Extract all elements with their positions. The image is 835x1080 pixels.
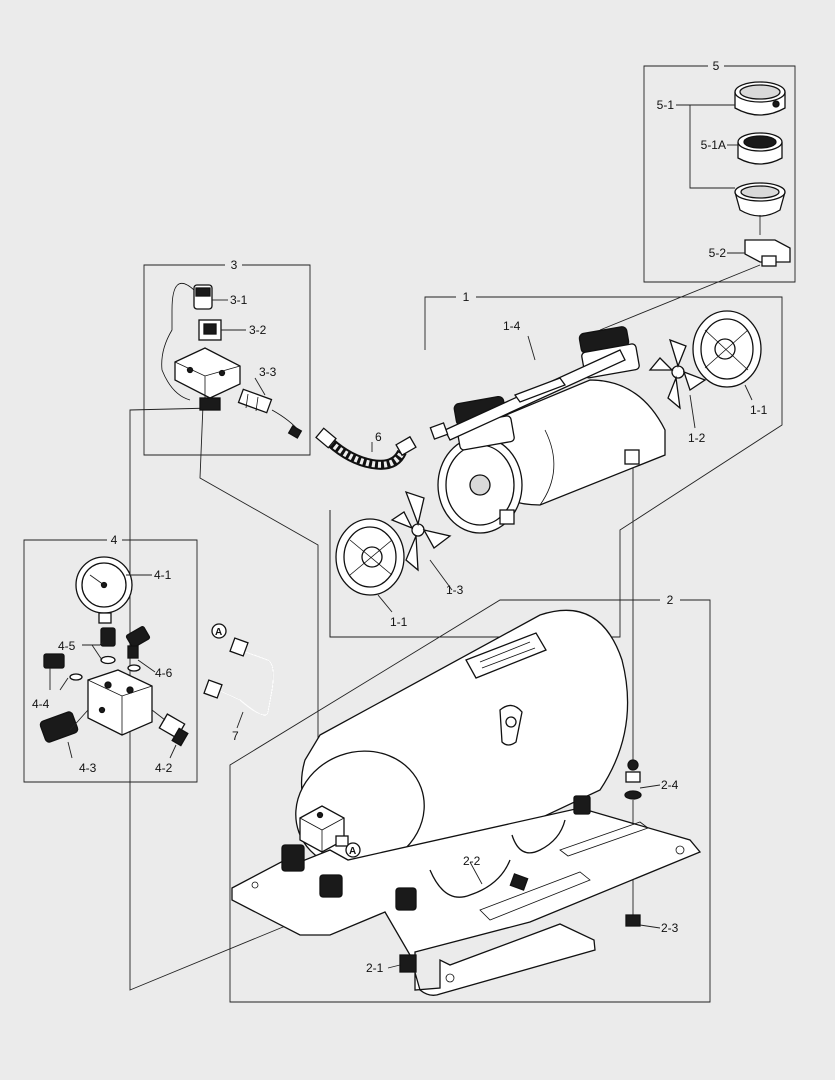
callout-2-2: 2-2 — [463, 854, 481, 868]
tank-fittings — [281, 805, 417, 911]
callout-4: 4 — [111, 533, 118, 547]
callout-1-1-right: 1-1 — [750, 403, 768, 417]
callout-2: 2 — [667, 593, 674, 607]
callout-5-2: 5-2 — [709, 246, 727, 260]
tank-feet-hardware — [387, 759, 661, 973]
callout-4-1: 4-1 — [154, 568, 172, 582]
callout-4-4: 4-4 — [32, 697, 50, 711]
group-3-frame — [143, 264, 311, 456]
callout-4-3: 4-3 — [79, 761, 97, 775]
callout-4-6: 4-6 — [155, 666, 173, 680]
callout-3-1: 3-1 — [230, 293, 248, 307]
filter-fitting-block — [744, 239, 791, 267]
solenoid-valve — [174, 319, 241, 411]
pressure-switch — [161, 283, 213, 401]
check-valve — [237, 388, 303, 439]
callout-4-2: 4-2 — [155, 761, 173, 775]
fan-guard-right — [692, 310, 762, 401]
callout-2-4: 2-4 — [661, 778, 679, 792]
callout-2-1: 2-1 — [366, 961, 384, 975]
callout-1-2: 1-2 — [688, 431, 706, 445]
callout-2-3: 2-3 — [661, 921, 679, 935]
reference-a-circle-top — [211, 623, 227, 639]
callout-6: 6 — [375, 430, 382, 444]
filter-bowl — [734, 182, 786, 235]
callout-3: 3 — [231, 258, 238, 272]
callout-5: 5 — [713, 59, 720, 73]
group-2-frame — [229, 599, 711, 1003]
tank-brackets — [429, 795, 591, 898]
ref-a-top: A — [215, 627, 222, 638]
valve-leaders — [212, 299, 266, 396]
group-4-frame — [23, 539, 198, 783]
gauge-fittings — [43, 626, 156, 691]
callout-4-5: 4-5 — [58, 639, 76, 653]
callout-labels: 5 5-1 5-1A 5-2 3 3-1 3-2 3-3 1 1-4 1-1 1… — [32, 59, 768, 975]
callout-1-1-left: 1-1 — [390, 615, 408, 629]
relief-valve — [151, 709, 189, 759]
reference-a-circle-bottom — [345, 842, 361, 858]
group-5-frame — [643, 65, 796, 283]
callout-1: 1 — [463, 290, 470, 304]
callout-3-2: 3-2 — [249, 323, 267, 337]
filter-element — [737, 132, 783, 165]
callout-7: 7 — [232, 729, 239, 743]
compressor-motor — [437, 379, 666, 534]
quick-coupler — [39, 709, 89, 759]
callout-1-3: 1-3 — [446, 583, 464, 597]
fan-right — [648, 338, 707, 429]
braided-hose — [315, 427, 417, 470]
fan-left — [390, 490, 453, 591]
callout-3-3: 3-3 — [259, 365, 277, 379]
callout-1-4: 1-4 — [503, 319, 521, 333]
pump-heads — [429, 326, 640, 451]
filter-cap — [734, 81, 786, 116]
ref-a-bottom: A — [349, 846, 356, 857]
callout-5-1: 5-1 — [657, 98, 675, 112]
pressure-gauge — [75, 556, 152, 624]
manifold-block — [87, 669, 153, 736]
filter-leaders — [676, 104, 745, 254]
air-line-tube — [203, 637, 274, 729]
fan-guard-left — [335, 518, 405, 613]
callout-5-1a: 5-1A — [701, 138, 726, 152]
